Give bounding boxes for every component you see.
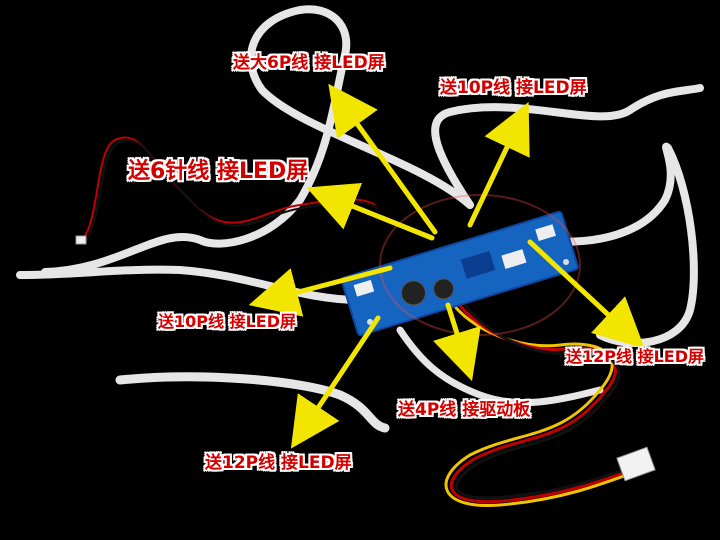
label-right12p: 送12P线 接LED屏 xyxy=(566,347,704,366)
label-big6p: 送大6P线 接LED屏 xyxy=(233,53,385,73)
ribbon-cable-top-right xyxy=(431,84,704,209)
arrow-right12p xyxy=(527,239,645,349)
label-pin6: 送6针线 接LED屏 xyxy=(128,159,309,184)
ribbon-cable-bottom-mid xyxy=(396,326,604,407)
ribbon-cable-right xyxy=(541,142,698,347)
drive-connector xyxy=(616,446,656,482)
arrow-bottom12p xyxy=(290,315,381,449)
pin-connector xyxy=(75,235,87,245)
label-top10p: 送10P线 接LED屏 xyxy=(440,78,587,98)
label-bottom12p: 送12P线 接LED屏 xyxy=(205,453,352,473)
arrow-cable4p xyxy=(433,302,481,382)
arrows xyxy=(248,83,645,449)
arrow-pin6 xyxy=(306,182,435,241)
ribbon-cable-left-low xyxy=(16,265,364,304)
arrow-top10p xyxy=(467,101,530,228)
arrow-big6p xyxy=(328,83,438,235)
ribbon-cable-bottom-left xyxy=(115,372,390,433)
label-left10p: 送10P线 接LED屏 xyxy=(158,312,296,331)
ribbon-cable-top-left xyxy=(246,5,474,209)
inverter-board xyxy=(340,210,579,337)
pin-wire xyxy=(75,136,379,245)
arrow-left10p xyxy=(248,265,393,317)
label-cable4p: 送4P线 接驱动板 xyxy=(398,400,531,420)
drive-cable xyxy=(444,299,656,508)
